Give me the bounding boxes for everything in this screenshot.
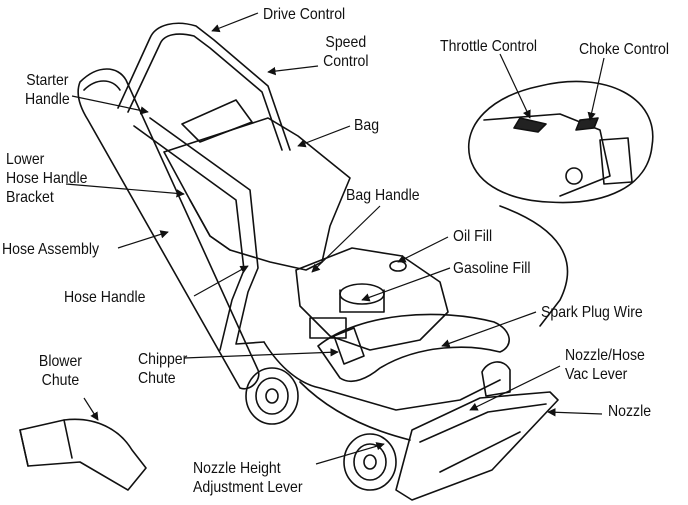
label-nozzle-hose-vac-lever-line1: Nozzle/Hose	[565, 347, 645, 364]
leader-nozzle-hose-vac-lever	[469, 365, 561, 411]
leader-starter-handle	[71, 95, 149, 115]
leader-hose-assembly	[117, 230, 169, 249]
label-lower-hose-handle-bracket: Lower Hose Handle Bracket	[6, 150, 87, 207]
leader-speed-control	[267, 65, 319, 76]
label-chipper-chute: Chipper Chute	[138, 350, 187, 388]
label-nozzle-height-adjustment-lever: Nozzle Height Adjustment Lever	[193, 459, 303, 497]
bag-outline	[163, 117, 351, 271]
leader-nozzle-height-adjustment-lever	[315, 442, 385, 465]
leader-nozzle	[547, 408, 603, 417]
leader-gasoline-fill	[361, 267, 451, 302]
machine-illustration	[19, 22, 654, 501]
label-nozzle-height-adjustment-lever-line1: Nozzle Height	[193, 460, 281, 477]
rear-wheel	[245, 367, 299, 425]
label-speed-control-line1: Speed	[325, 34, 367, 51]
label-blower-chute: Blower Chute	[39, 352, 82, 390]
label-nozzle-hose-vac-lever: Nozzle/Hose Vac Lever	[565, 346, 645, 384]
blower-chute-shape	[19, 418, 147, 491]
leader-choke-control	[587, 57, 605, 121]
label-lower-hose-handle-bracket-line2: Hose Handle	[6, 170, 88, 187]
label-starter-handle-line2: Handle	[25, 91, 70, 108]
label-blower-chute-line1: Blower	[38, 353, 82, 370]
label-spark-plug-wire: Spark Plug Wire	[541, 304, 643, 321]
label-bag-handle: Bag Handle	[346, 187, 420, 204]
label-lower-hose-handle-bracket-line1: Lower	[6, 151, 45, 168]
label-chipper-chute-line1: Chipper	[138, 351, 188, 368]
leader-throttle-control	[499, 53, 531, 119]
label-choke-control: Choke Control	[579, 41, 670, 58]
label-nozzle-height-adjustment-lever-line2: Adjustment Lever	[193, 479, 303, 496]
leader-hose-handle	[193, 265, 249, 297]
hose-tube	[77, 68, 260, 390]
label-oil-fill: Oil Fill	[453, 228, 493, 245]
label-bag: Bag	[354, 117, 380, 134]
label-lower-hose-handle-bracket-line3: Bracket	[6, 189, 54, 206]
leader-blower-chute	[83, 397, 99, 421]
label-starter-handle-line1: Starter	[26, 72, 69, 89]
label-hose-assembly: Hose Assembly	[2, 241, 100, 258]
label-speed-control-line2: Control	[323, 53, 369, 70]
label-nozzle-hose-vac-lever-line2: Vac Lever	[565, 366, 628, 383]
label-drive-control: Drive Control	[263, 6, 346, 23]
label-hose-handle: Hose Handle	[64, 289, 146, 306]
leader-lower-hose-handle-bracket	[65, 183, 185, 198]
label-throttle-control: Throttle Control	[440, 38, 538, 55]
engine	[295, 247, 449, 351]
label-blower-chute-line2: Chute	[41, 372, 80, 389]
leader-lines	[65, 12, 605, 465]
leader-chipper-chute	[183, 348, 339, 359]
label-nozzle: Nozzle	[608, 403, 652, 420]
leader-bag-handle	[311, 205, 381, 273]
leader-drive-control	[211, 12, 259, 33]
leader-oil-fill	[397, 236, 449, 263]
handle-frame	[117, 22, 291, 151]
nozzle	[395, 391, 559, 501]
detail-callout	[467, 80, 654, 204]
label-starter-handle: Starter Handle	[25, 71, 70, 109]
leader-bag	[297, 125, 351, 148]
label-chipper-chute-line2: Chute	[138, 370, 176, 387]
front-wheel	[343, 433, 397, 491]
housing	[317, 313, 510, 383]
label-speed-control: Speed Control	[323, 33, 368, 71]
label-gasoline-fill: Gasoline Fill	[453, 260, 531, 277]
leader-spark-plug-wire	[441, 311, 537, 348]
